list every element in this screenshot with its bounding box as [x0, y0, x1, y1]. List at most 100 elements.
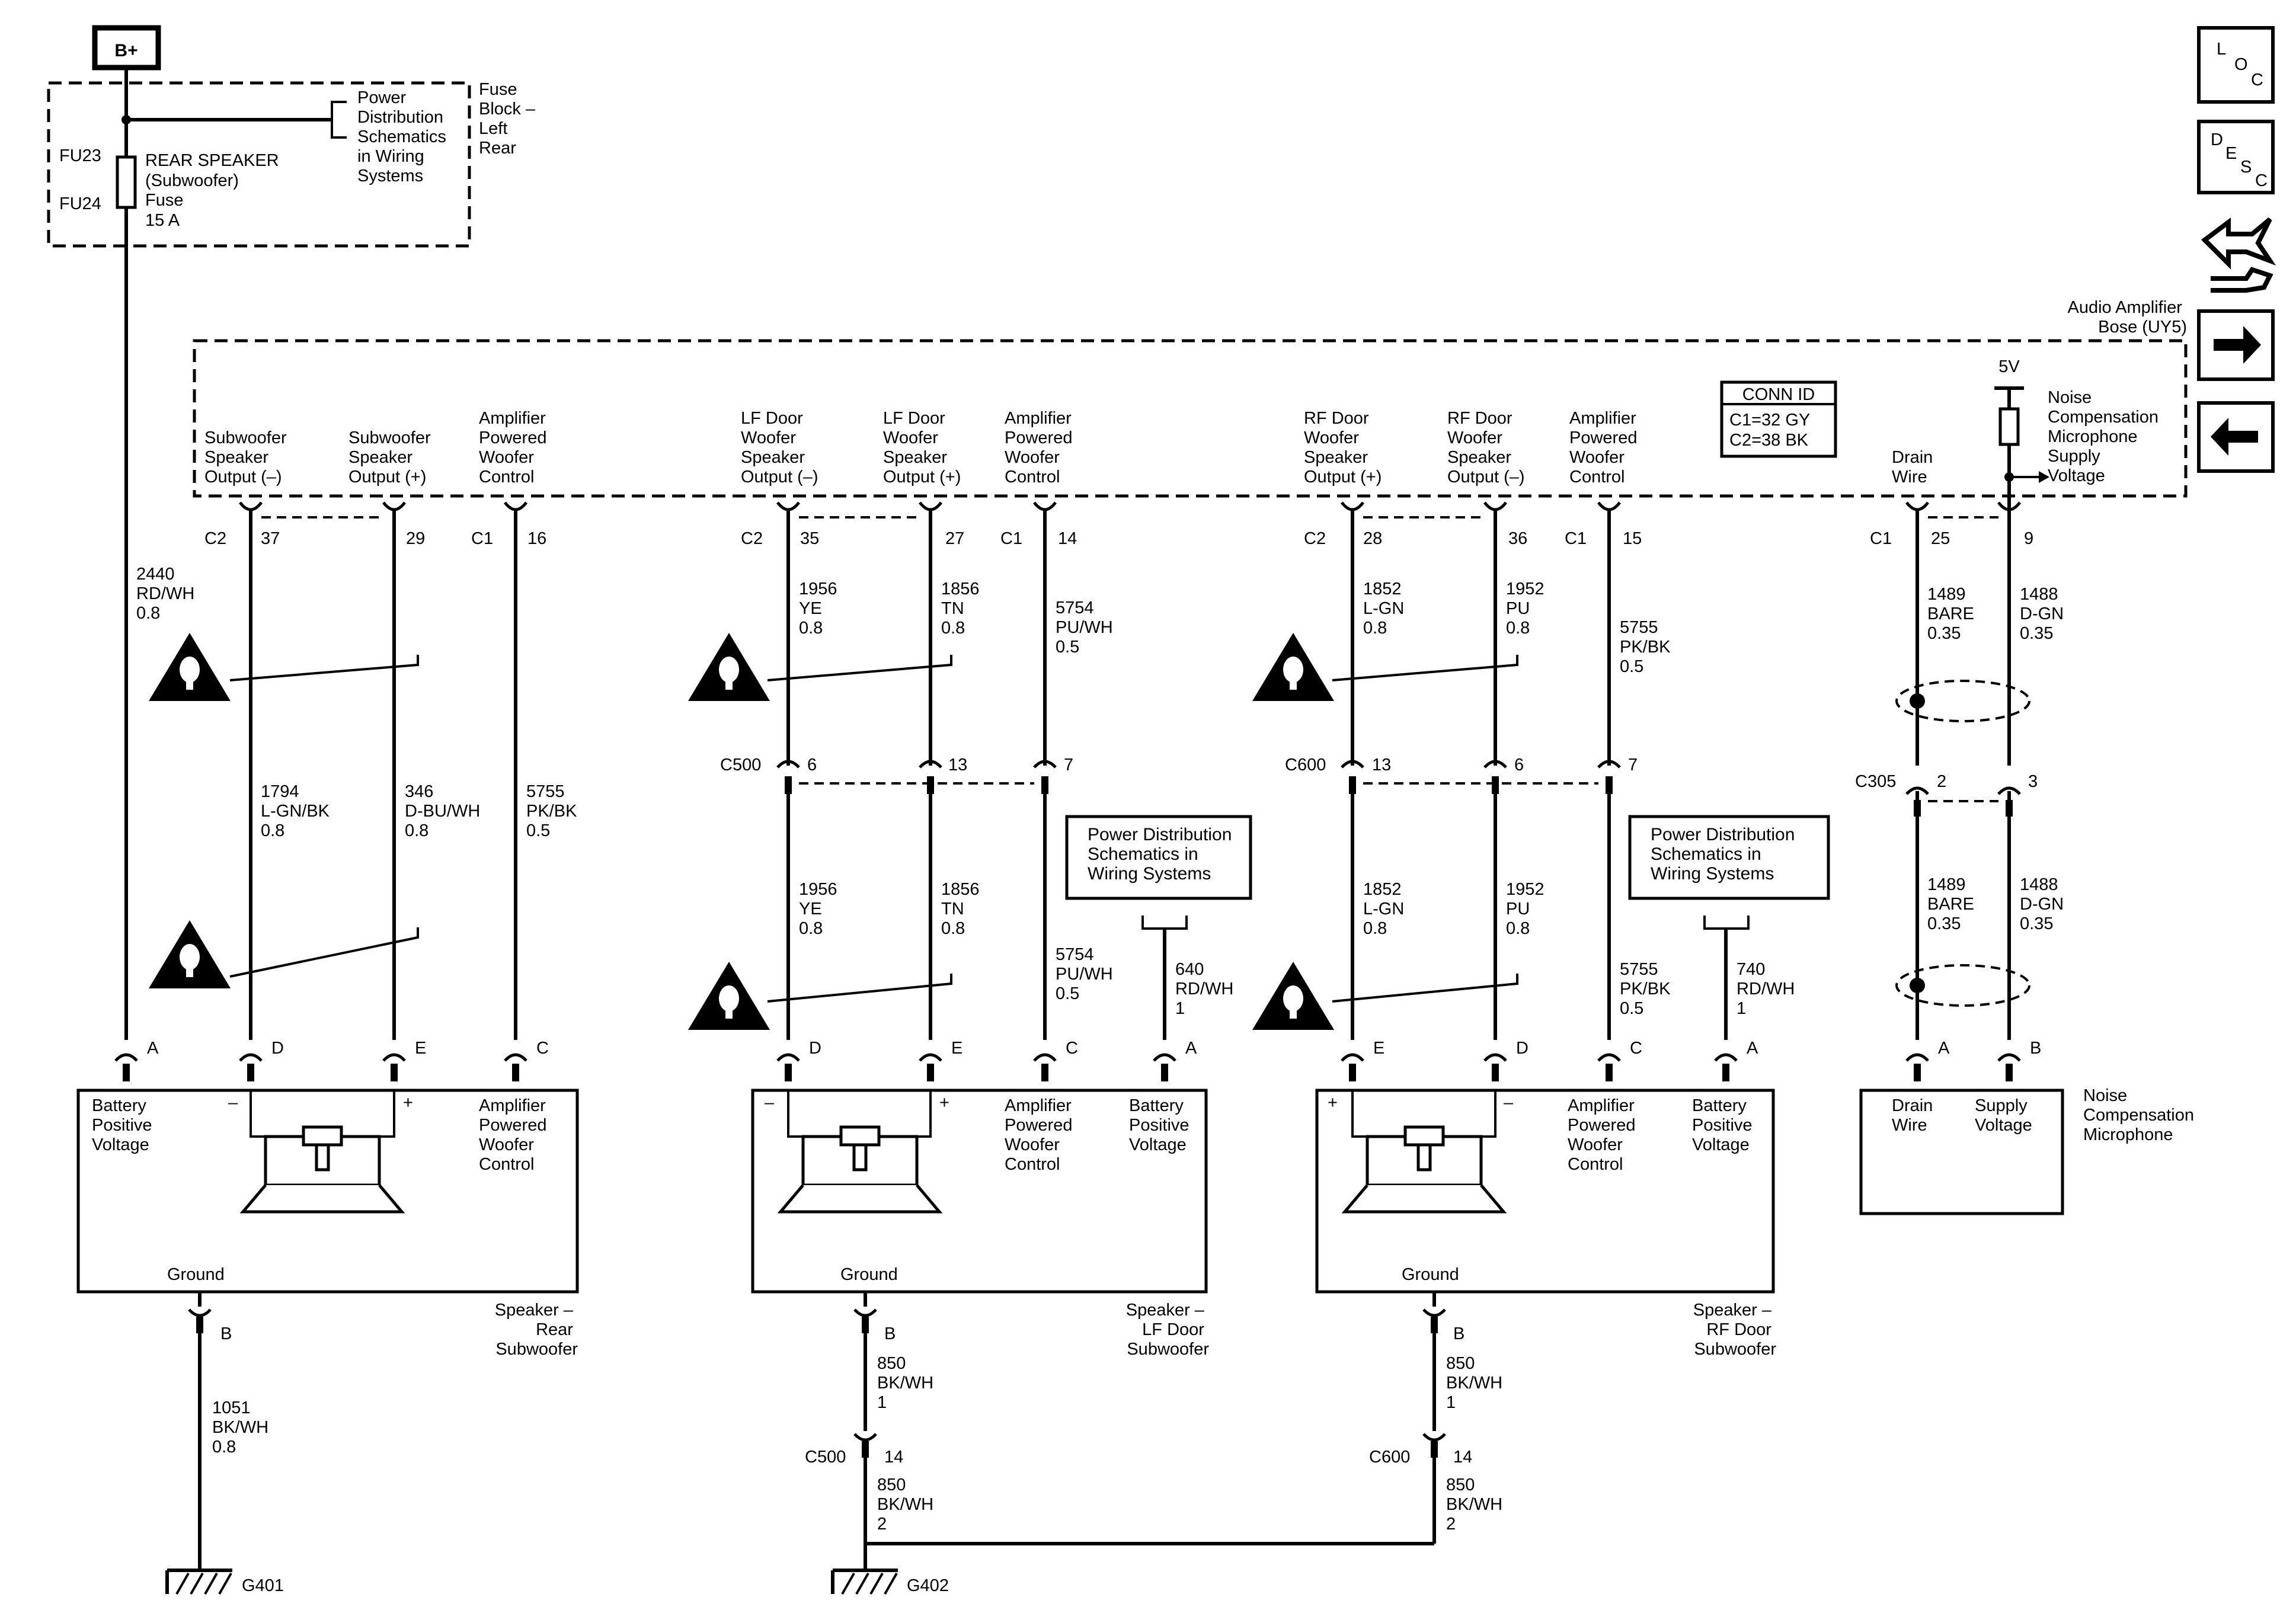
wire-label-1952-lower: 1952 PU 0.8 — [1506, 880, 1549, 938]
svg-text:Power Distribution Schem: Power Distribution Schematics in Wiring … — [1088, 825, 1237, 884]
wire-label-850-lf-2: 850 BK/WH 2 — [877, 1475, 938, 1534]
lf-pin-d: D — [809, 1039, 821, 1058]
rear-pin-c: C — [536, 1039, 549, 1058]
next-page-arrow-icon[interactable] — [2197, 309, 2275, 381]
shield-drain-symbol — [1895, 680, 2030, 1007]
c600-pin-6: 6 — [1514, 756, 1524, 774]
wire-label-850-rf-1: 850 BK/WH 1 — [1446, 1354, 1507, 1412]
pin-9: 9 — [2024, 529, 2033, 548]
wire-label-1852-upper: 1852 L-GN 0.8 — [1363, 580, 1409, 638]
c500-pin-6: 6 — [807, 756, 817, 774]
bplus-label: B+ — [114, 41, 137, 60]
warning-icon — [149, 920, 231, 988]
wire-label-1956-upper: 1956 YE 0.8 — [799, 580, 842, 638]
pin-label-rf-ctrl: Amplifier Powered Woofer Control — [1569, 409, 1642, 486]
power-dist-box-lf[interactable]: Power Distribution Schematics in Wiring … — [1065, 815, 1252, 900]
rear-pin-d: D — [271, 1039, 284, 1058]
desc-button[interactable]: D E S C — [2197, 120, 2275, 194]
lf-pin-b: B — [884, 1324, 896, 1343]
svg-text:S: S — [2240, 158, 2252, 177]
rf-pin-d: D — [1516, 1039, 1528, 1058]
wire-label-740: 740 RD/WH 1 — [1737, 960, 1799, 1018]
mic-supply-label: Supply Voltage — [1975, 1096, 2032, 1135]
wire-label-1051: 1051 BK/WH 0.8 — [212, 1398, 273, 1457]
c500-pin-14: 14 — [884, 1448, 903, 1467]
lf-plus-mark: + — [939, 1093, 949, 1112]
lf-minus-mark: – — [765, 1093, 775, 1112]
wire-label-640: 640 RD/WH 1 — [1175, 960, 1238, 1018]
pin-label-rf-plus: RF Door Woofer Speaker Output (+) — [1304, 409, 1382, 486]
wire-label-5754-upper: 5754 PU/WH 0.5 — [1056, 598, 1118, 657]
rf-batt-label: Battery Positive Voltage — [1692, 1096, 1757, 1154]
repair-tool-icon[interactable] — [2201, 217, 2276, 293]
rear-minus-mark: – — [228, 1093, 238, 1112]
fuse-block-name: Fuse Block – Left Rear — [479, 80, 540, 158]
lf-ctrl-label: Amplifier Powered Woofer Control — [1005, 1096, 1077, 1174]
five-volt-label: 5V — [1998, 357, 2020, 376]
rear-plus-mark: + — [403, 1093, 413, 1112]
pin-16: 16 — [527, 529, 546, 548]
rf-pin-a: A — [1747, 1039, 1758, 1058]
pin-14: 14 — [1058, 529, 1077, 548]
pin-label-lf-plus: LF Door Woofer Speaker Output (+) — [883, 409, 961, 486]
svg-text:C: C — [2251, 71, 2263, 89]
pin-29: 29 — [406, 529, 425, 548]
rf-pin-e: E — [1373, 1039, 1384, 1058]
rf-plus-mark: + — [1328, 1093, 1338, 1112]
pin-label-lf-minus: LF Door Woofer Speaker Output (–) — [741, 409, 818, 486]
wire-label-1952-upper: 1952 PU 0.8 — [1506, 580, 1549, 638]
conn-c1-rf: C1 — [1565, 529, 1587, 548]
wire-label-1794: 1794 L-GN/BK 0.8 — [261, 782, 334, 840]
conn-c1-mic: C1 — [1870, 529, 1892, 548]
power-dist-box-rf[interactable]: Power Distribution Schematics in Wiring … — [1628, 815, 1830, 900]
wire-label-346: 346 D-BU/WH 0.8 — [405, 782, 485, 840]
svg-text:D: D — [2211, 130, 2223, 149]
pin-15: 15 — [1623, 529, 1642, 548]
wire-label-5755-rf-upper: 5755 PK/BK 0.5 — [1620, 618, 1675, 676]
warning-icons — [149, 633, 1334, 1030]
rf-pin-b: B — [1453, 1324, 1464, 1343]
wire-label-5755-rf-lower: 5755 PK/BK 0.5 — [1620, 960, 1675, 1018]
lf-batt-label: Battery Positive Voltage — [1129, 1096, 1194, 1154]
conn-c600-ground-label: C600 — [1369, 1448, 1410, 1467]
warning-icon — [1252, 633, 1334, 701]
conn-c600-label: C600 — [1285, 756, 1326, 774]
rf-minus-mark: – — [1504, 1093, 1514, 1112]
pin-label-rear-plus: Subwoofer Speaker Output (+) — [348, 428, 436, 486]
lf-speaker-name: Speaker – LF Door Subwoofer — [1126, 1301, 1210, 1359]
wire-label-5755-rear: 5755 PK/BK 0.5 — [526, 782, 582, 840]
conn-c1-rear: C1 — [471, 529, 493, 548]
fu24-label: FU24 — [59, 194, 101, 213]
wire-label-1488-lower: 1488 D-GN 0.35 — [2020, 875, 2068, 933]
fuse-description: REAR SPEAKER (Subwoofer) Fuse 15 A — [145, 151, 284, 230]
lf-pin-e: E — [951, 1039, 962, 1058]
prev-page-arrow-icon[interactable] — [2197, 401, 2275, 473]
wire-runs — [249, 510, 2011, 1040]
warning-icon — [688, 962, 770, 1030]
conn-id-box — [1720, 380, 1837, 458]
rf-ctrl-label: Amplifier Powered Woofer Control — [1568, 1096, 1641, 1174]
conn-c2-rear: C2 — [204, 529, 226, 548]
pin-label-rf-minus: RF Door Woofer Speaker Output (–) — [1447, 409, 1525, 486]
c600-pin-7: 7 — [1628, 756, 1638, 774]
noise-compensation-microphone — [1859, 1089, 2064, 1215]
svg-text:O: O — [2234, 55, 2248, 74]
pin-35: 35 — [800, 529, 819, 548]
svg-text:E: E — [2225, 144, 2237, 163]
loc-button[interactable]: L O C — [2197, 26, 2275, 104]
twisted-pair-lines — [229, 655, 1518, 1003]
pin-27: 27 — [945, 529, 964, 548]
ground-circuits — [188, 1292, 1446, 1569]
wire-label-1488-upper: 1488 D-GN 0.35 — [2020, 585, 2068, 643]
pin-label-rear-ctrl: Amplifier Powered Woofer Control — [479, 409, 552, 486]
speaker-lf-door-subwoofer — [751, 1089, 1208, 1294]
lf-pin-c: C — [1066, 1039, 1078, 1058]
pin-25: 25 — [1931, 529, 1950, 548]
wire-label-1856-upper: 1856 TN 0.8 — [941, 580, 984, 638]
wire-label-1852-lower: 1852 L-GN 0.8 — [1363, 880, 1409, 938]
g402-label: G402 — [907, 1576, 949, 1595]
speaker-rear-subwoofer — [76, 1089, 579, 1294]
rear-pin-e: E — [415, 1039, 426, 1058]
c305-pin-2: 2 — [1937, 772, 1946, 791]
